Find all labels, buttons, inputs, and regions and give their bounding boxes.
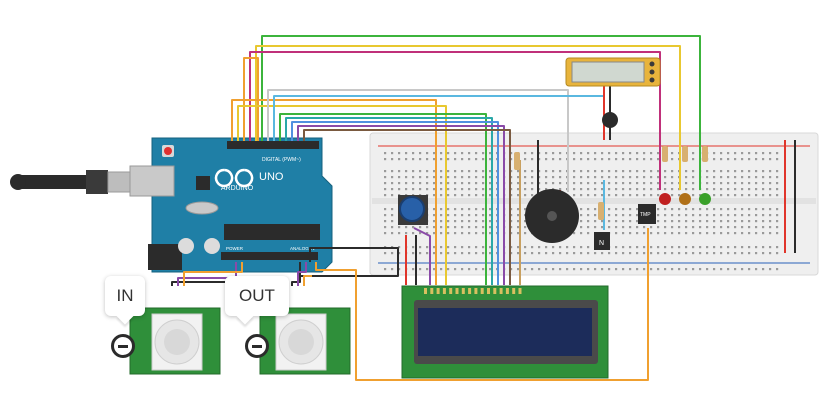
pir-sensor-in[interactable] xyxy=(129,307,221,375)
amber-led[interactable] xyxy=(679,193,691,205)
green-led[interactable] xyxy=(699,193,711,205)
lcd-display[interactable] xyxy=(401,285,609,379)
resistors xyxy=(514,146,708,220)
transistor-label: N xyxy=(599,240,604,247)
sensor-tag-out[interactable]: OUT xyxy=(225,276,289,316)
tmp-label: TMP xyxy=(640,212,651,218)
breadboard[interactable] xyxy=(369,132,819,276)
lcd-screen xyxy=(418,308,592,356)
power-label: POWER xyxy=(226,246,244,251)
leds[interactable] xyxy=(659,193,711,205)
temperature-sensor[interactable]: TMP xyxy=(638,204,656,224)
sensor-tag-in[interactable]: IN xyxy=(105,276,145,316)
pir-sensor-out[interactable] xyxy=(259,307,351,375)
microphone[interactable] xyxy=(602,112,618,128)
arduino-brand: ARDUINO xyxy=(221,185,254,192)
digital-label: DIGITAL (PWM~) xyxy=(262,157,301,163)
display-module[interactable] xyxy=(565,57,661,87)
potentiometer[interactable] xyxy=(398,195,428,225)
minus-icon[interactable] xyxy=(245,334,269,358)
minus-icon[interactable] xyxy=(111,334,135,358)
usb-cable xyxy=(10,170,133,194)
arduino-model: UNO xyxy=(259,171,284,183)
piezo-buzzer[interactable] xyxy=(525,189,579,243)
lcd-pin-header xyxy=(424,288,522,294)
red-led[interactable] xyxy=(659,193,671,205)
analog-label: ANALOG IN xyxy=(290,246,315,251)
wires xyxy=(171,35,701,381)
arduino-uno-board[interactable]: ARDUINO UNO DIGITAL (PWM~) ANALOG IN POW… xyxy=(129,137,333,273)
transistor[interactable]: N xyxy=(594,232,610,250)
